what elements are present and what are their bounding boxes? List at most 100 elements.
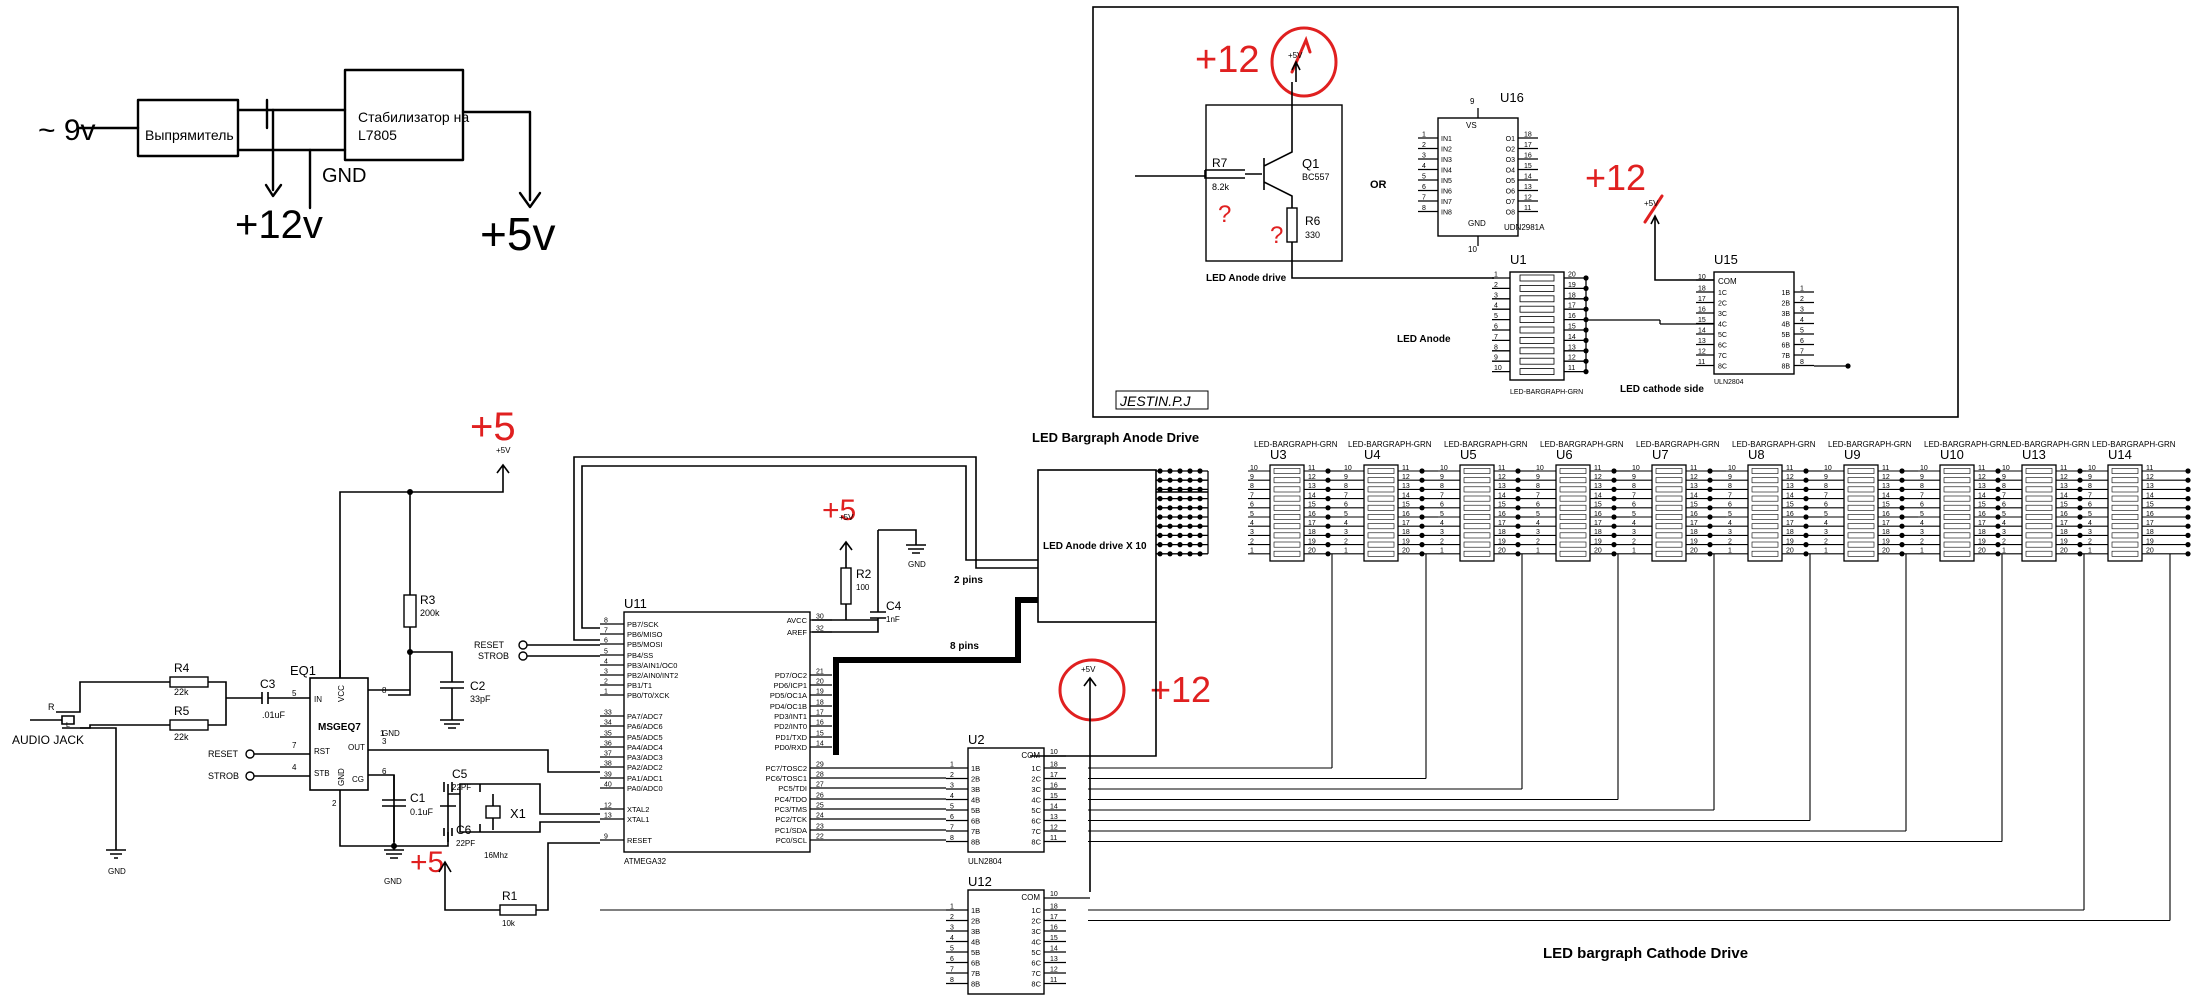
u12-right-name: 5C — [1031, 948, 1041, 957]
junction-dot — [2185, 523, 2191, 529]
bargraph-left-pin: 7 — [1250, 492, 1254, 499]
u11-right-pin: 23 — [816, 824, 824, 831]
jack-pin-l: L — [66, 722, 70, 729]
bargraph-left-pin: 2 — [1250, 538, 1254, 545]
junction-dot — [2185, 532, 2191, 539]
plus12-a: +12 — [1195, 39, 1259, 81]
c6-ref: C6 — [456, 823, 472, 837]
bargraph-right-pin: 17 — [1308, 520, 1316, 527]
bargraph-left-pin: 3 — [1632, 529, 1636, 536]
u12-right-name: 3C — [1031, 927, 1041, 936]
junction-dot — [1197, 477, 1203, 483]
bargraph-left-pin: 6 — [1536, 502, 1540, 509]
u16-in-pin: 1 — [1422, 132, 1426, 139]
bargraph-left-pin: 10 — [1250, 465, 1258, 472]
r3-value: 200k — [420, 608, 440, 618]
u1-right-pin: 20 — [1568, 272, 1576, 279]
junction-dot — [1515, 505, 1521, 511]
u15-left-name: 1C — [1718, 290, 1727, 297]
bargraph-segment — [1847, 532, 1875, 539]
bargraph-left-pin: 7 — [1824, 492, 1828, 499]
bargraph-segment — [1655, 523, 1683, 530]
junction-dot — [1611, 514, 1617, 520]
bargraph-segment — [1655, 514, 1683, 520]
junction-dot — [2185, 505, 2191, 511]
bargraph-left-pin: 4 — [1344, 520, 1348, 527]
bargraph-right-pin: 17 — [1978, 520, 1986, 527]
u2-left-pin: 7 — [950, 825, 954, 832]
bargraph-segment — [1559, 477, 1587, 484]
bargraph-right-pin: 15 — [2146, 502, 2154, 509]
u1-segment — [1519, 274, 1555, 282]
u12-left-name: 3B — [971, 927, 980, 936]
u11-right-pin: 18 — [816, 700, 824, 707]
u1-segment — [1519, 316, 1555, 324]
junction-dot — [1167, 468, 1173, 474]
bargraph-segment — [1943, 514, 1971, 520]
bargraph-left-pin: 4 — [2002, 520, 2006, 527]
input-voltage-label: ~ 9v — [38, 114, 96, 147]
eq1-pin2: 2 — [332, 799, 337, 808]
u2-left-pin: 2 — [950, 772, 954, 779]
junction-dot — [1611, 505, 1617, 511]
u1-right-pin: 11 — [1568, 365, 1575, 372]
bargraph-right-pin: 15 — [2060, 502, 2068, 509]
junction-dot — [1187, 486, 1193, 492]
u12-left-pin: 6 — [950, 956, 954, 963]
u11-right-name: PC1/SDA — [775, 826, 807, 835]
u16-pin-gnd: 10 — [1468, 245, 1477, 254]
x1-ref: X1 — [510, 806, 526, 821]
bargraph-segment — [1463, 504, 1491, 511]
u11-left-pin: 33 — [604, 710, 612, 717]
junction-dot — [1707, 468, 1713, 474]
r3-ref: R3 — [420, 593, 436, 607]
u16-in-pin: 5 — [1422, 174, 1426, 181]
junction-dot — [2077, 532, 2083, 539]
u2-left-pin: 6 — [950, 814, 954, 821]
bargraph-segment — [2111, 504, 2139, 511]
junction-dot — [1899, 496, 1905, 502]
junction-dot — [1611, 542, 1617, 548]
u11-right-name: PC0/SCL — [776, 836, 807, 845]
junction-dot — [1899, 542, 1905, 548]
bargraph-left-pin: 4 — [1250, 520, 1254, 527]
bargraph-left-pin: 10 — [1728, 465, 1736, 472]
r1-value: 10k — [502, 919, 516, 928]
bargraph-left-pin: 1 — [1440, 548, 1444, 555]
junction-dot — [1515, 514, 1521, 520]
u11-right-name: PD7/OC2 — [775, 671, 807, 680]
bargraph-right-pin: 15 — [1402, 502, 1410, 509]
bargraph-right-pin: 13 — [1690, 483, 1698, 490]
u11-right-name: PC5/TDI — [778, 784, 807, 793]
bargraph-segment — [1367, 477, 1395, 484]
u11-right-pin: 14 — [816, 741, 824, 748]
junction-dot — [1157, 505, 1163, 511]
u16-ref: U16 — [1500, 90, 1524, 105]
junction-dot — [1515, 468, 1521, 474]
bargraph-right-pin: 18 — [1690, 529, 1698, 536]
c2-value: 33pF — [470, 694, 491, 704]
u12-left-name: 1B — [971, 906, 980, 915]
bargraph-segment — [1367, 541, 1395, 548]
junction-dot — [1803, 523, 1809, 529]
bargraph-right-pin: 14 — [1308, 492, 1316, 499]
cathode-drive-title: LED bargraph Cathode Drive — [1543, 945, 1748, 962]
bargraph-segment — [1943, 523, 1971, 530]
bargraph-left-pin: 7 — [1632, 492, 1636, 499]
u16-gnd: GND — [1468, 219, 1486, 228]
junction-dot — [1325, 532, 1331, 539]
bargraph-left-pin: 4 — [1536, 520, 1540, 527]
bargraph-segment — [1559, 504, 1587, 511]
bargraph-left-pin: 2 — [1440, 538, 1444, 545]
bargraph-segment — [1751, 486, 1779, 493]
u15-com: COM — [1718, 277, 1737, 286]
bargraph-left-pin: 1 — [1728, 548, 1732, 555]
bargraph-segment — [1367, 514, 1395, 520]
r2-ref: R2 — [856, 567, 872, 581]
u15-right-name: 1B — [1781, 290, 1790, 297]
bargraph-segment — [1559, 532, 1587, 539]
bargraph-segment — [2025, 504, 2053, 511]
bargraph-right-pin: 16 — [1786, 511, 1794, 518]
u2-left-name: 7B — [971, 827, 980, 836]
u12-right-name: 1C — [1031, 906, 1041, 915]
